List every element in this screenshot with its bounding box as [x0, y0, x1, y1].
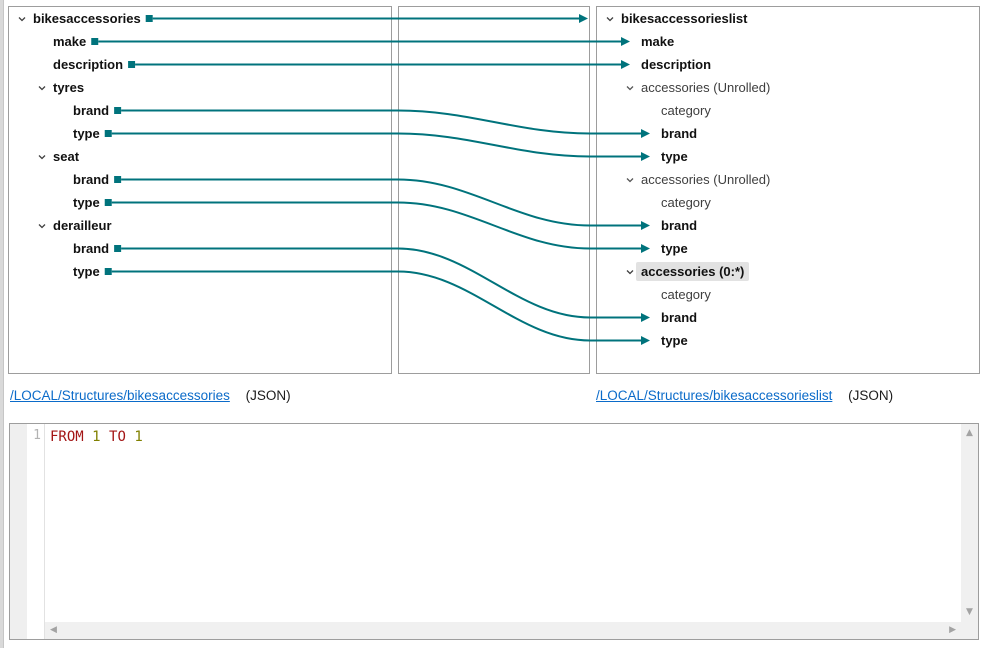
target-tree-item-make[interactable]: make [597, 30, 979, 53]
tree-item-label[interactable]: bikesaccessorieslist [621, 11, 748, 26]
target-tree-item-brand[interactable]: brand [597, 214, 979, 237]
target-tree-item-bikesaccessorieslist[interactable]: bikesaccessorieslist [597, 7, 979, 30]
line-number: 1 [33, 428, 41, 443]
source-tree-item-brand[interactable]: brand [9, 168, 391, 191]
tree-item-label[interactable]: category [661, 287, 711, 302]
source-tree-item-brand[interactable]: brand [9, 99, 391, 122]
tree-item-label[interactable]: description [641, 57, 712, 72]
tree-item-label[interactable]: brand [73, 172, 110, 187]
target-format-label: (JSON) [848, 388, 894, 403]
target-tree-item-category[interactable]: category [597, 99, 979, 122]
target-tree-item-type[interactable]: type [597, 329, 979, 352]
source-tree-panel: bikesaccessories make description tyres bran… [8, 6, 392, 374]
chevron-down-icon[interactable] [625, 83, 635, 93]
target-structure-link[interactable]: /LOCAL/Structures/bikesaccessorieslist [596, 388, 833, 403]
chevron-down-icon[interactable] [37, 221, 47, 231]
target-tree-panel: bikesaccessorieslist make description acces… [596, 6, 980, 374]
source-structure-link[interactable]: /LOCAL/Structures/bikesaccessories [10, 388, 230, 403]
tree-item-label[interactable]: brand [73, 241, 110, 256]
tree-item-label[interactable]: make [53, 34, 87, 49]
source-tree-item-seat[interactable]: seat [9, 145, 391, 168]
code-token-keyword: TO [109, 429, 126, 445]
chevron-down-icon[interactable] [605, 14, 615, 24]
tree-item-label[interactable]: type [73, 195, 100, 210]
tree-item-label[interactable]: tyres [53, 80, 85, 95]
vertical-scrollbar[interactable]: ▲ ▼ [961, 424, 978, 622]
tree-item-label[interactable]: derailleur [53, 218, 112, 233]
scroll-right-icon[interactable]: ▶ [949, 625, 956, 635]
tree-item-label[interactable]: bikesaccessories [33, 11, 141, 26]
target-tree-item-type[interactable]: type [597, 237, 979, 260]
chevron-down-icon[interactable] [37, 152, 47, 162]
code-token-number: 1 [92, 429, 101, 445]
scroll-down-icon[interactable]: ▼ [966, 607, 973, 617]
left-splitter[interactable] [0, 0, 4, 648]
source-tree-item-type[interactable]: type [9, 122, 391, 145]
tree-item-label[interactable]: brand [73, 103, 110, 118]
tree-item-label[interactable]: accessories (Unrolled) [641, 172, 771, 187]
tree-item-label[interactable]: type [661, 149, 688, 164]
target-tree-item-accessories-unrolled[interactable]: accessories (Unrolled) [597, 76, 979, 99]
tree-item-label[interactable]: type [73, 264, 100, 279]
editor-glyph-margin [10, 424, 27, 639]
source-format-label: (JSON) [245, 388, 291, 403]
target-tree-item-accessories-0[interactable]: accessories (0:*) [597, 260, 979, 283]
structure-links-row: /LOCAL/Structures/bikesaccessories (JSON… [0, 388, 986, 408]
target-tree-item-description[interactable]: description [597, 53, 979, 76]
horizontal-scrollbar[interactable]: ◀ ▶ [45, 622, 961, 639]
target-tree-item-type[interactable]: type [597, 145, 979, 168]
editor-line-number-column: 1 [27, 424, 45, 639]
target-tree-item-category[interactable]: category [597, 191, 979, 214]
tree-item-label[interactable]: brand [661, 126, 698, 141]
source-tree-item-bikesaccessories[interactable]: bikesaccessories [9, 7, 391, 30]
expression-code-editor[interactable]: 1 FROM 1 TO 1 ▲ ▼ ◀ ▶ [9, 423, 979, 640]
tree-item-label[interactable]: type [661, 333, 688, 348]
tree-item-label[interactable]: category [661, 195, 711, 210]
source-tree-item-type[interactable]: type [9, 260, 391, 283]
source-tree-item-derailleur[interactable]: derailleur [9, 214, 391, 237]
target-tree-item-accessories-unrolled[interactable]: accessories (Unrolled) [597, 168, 979, 191]
tree-item-label[interactable]: brand [661, 218, 698, 233]
source-tree-item-tyres[interactable]: tyres [9, 76, 391, 99]
tree-item-label[interactable]: make [641, 34, 675, 49]
tree-item-label[interactable]: seat [53, 149, 80, 164]
tree-item-label[interactable]: type [73, 126, 100, 141]
editor-code-area[interactable]: FROM 1 TO 1 [48, 424, 961, 622]
tree-item-label[interactable]: category [661, 103, 711, 118]
scrollbar-corner [961, 622, 978, 639]
source-tree-item-brand[interactable]: brand [9, 237, 391, 260]
tree-item-label[interactable]: accessories (Unrolled) [641, 80, 771, 95]
tree-item-label[interactable]: type [661, 241, 688, 256]
chevron-down-icon[interactable] [625, 175, 635, 185]
mapping-canvas [398, 6, 590, 374]
tree-item-label[interactable]: accessories (0:*) [636, 262, 750, 281]
target-tree-item-category[interactable]: category [597, 283, 979, 306]
code-token-keyword: FROM [50, 429, 84, 445]
tree-item-label[interactable]: brand [661, 310, 698, 325]
chevron-down-icon[interactable] [625, 267, 635, 277]
scroll-left-icon[interactable]: ◀ [50, 625, 57, 635]
source-tree-item-type[interactable]: type [9, 191, 391, 214]
chevron-down-icon[interactable] [37, 83, 47, 93]
target-tree-item-brand[interactable]: brand [597, 122, 979, 145]
source-tree-item-description[interactable]: description [9, 53, 391, 76]
target-tree-item-brand[interactable]: brand [597, 306, 979, 329]
source-structure-link-group: /LOCAL/Structures/bikesaccessories (JSON… [10, 388, 291, 403]
target-structure-link-group: /LOCAL/Structures/bikesaccessorieslist (… [596, 388, 893, 403]
scroll-up-icon[interactable]: ▲ [966, 428, 973, 438]
code-token-number: 1 [134, 429, 143, 445]
source-tree-item-make[interactable]: make [9, 30, 391, 53]
chevron-down-icon[interactable] [17, 14, 27, 24]
tree-item-label[interactable]: description [53, 57, 124, 72]
